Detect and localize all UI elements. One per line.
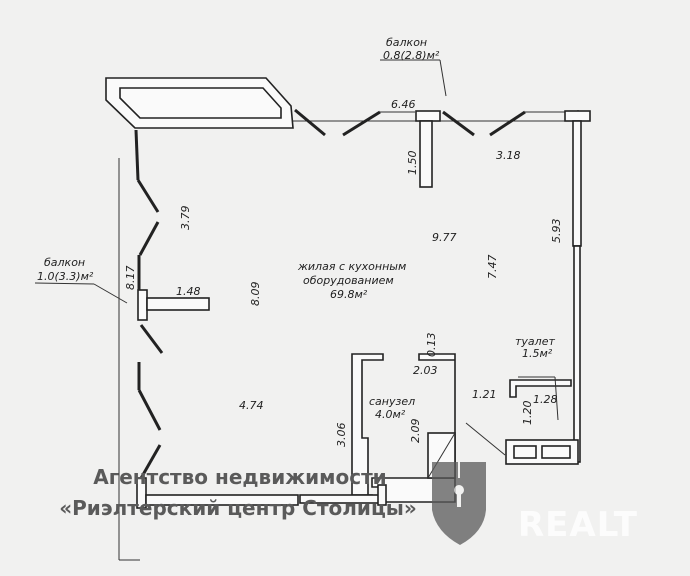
dimension-label: 1.50 bbox=[406, 151, 419, 176]
dimension-label: 0.13 bbox=[425, 333, 438, 358]
shield-logo-icon bbox=[432, 462, 486, 545]
toilet-label: туалет bbox=[515, 335, 555, 348]
bathroom-area: 4.0м² bbox=[375, 408, 406, 421]
dimension-label: 1.48 bbox=[176, 285, 201, 298]
bathroom-label: санузел bbox=[369, 395, 415, 408]
top-wall-windows bbox=[294, 108, 591, 188]
balcony-top-label: балкон bbox=[386, 36, 427, 49]
dimension-label: 9.77 bbox=[432, 231, 457, 244]
dimension-label: 3.79 bbox=[179, 206, 192, 231]
balcony-top-area: 0.8(2.8)м² bbox=[383, 49, 440, 62]
right-wall bbox=[572, 120, 582, 463]
balcony-left-area: 1.0(3.3)м² bbox=[37, 270, 94, 283]
dimension-label: 6.46 bbox=[391, 98, 416, 111]
agency-watermark-line1: Агентство недвижимости bbox=[93, 465, 386, 489]
leader-lines bbox=[34, 59, 559, 421]
dimension-label: 3.06 bbox=[335, 423, 348, 448]
living-room-label-1: жилая с кухонным bbox=[297, 260, 406, 273]
dimension-lines bbox=[118, 110, 579, 561]
dimension-label: 8.17 bbox=[124, 266, 137, 291]
dimension-label: 2.03 bbox=[413, 364, 438, 377]
dimension-label: 1.28 bbox=[533, 393, 558, 406]
dimension-label: 8.09 bbox=[249, 282, 262, 307]
dimension-label: 4.74 bbox=[239, 399, 264, 412]
dimension-label: 5.93 bbox=[550, 219, 563, 244]
living-room-area: 69.8м² bbox=[330, 288, 368, 301]
living-room-label-2: оборудованием bbox=[303, 274, 394, 287]
balcony-left-label: балкон bbox=[44, 256, 85, 269]
toilet-area: 1.5м² bbox=[522, 347, 553, 360]
balcony-top-left bbox=[105, 77, 294, 129]
left-wall-windows bbox=[134, 129, 299, 509]
dimension-label: 7.47 bbox=[486, 255, 499, 280]
dimension-label: 3.18 bbox=[496, 149, 521, 162]
dimension-label: 1.20 bbox=[521, 401, 534, 426]
dimension-label: 2.09 bbox=[409, 419, 422, 444]
agency-watermark-line2: «Риэлтерский центр Столицы» bbox=[59, 496, 417, 520]
dimension-label: 1.21 bbox=[472, 388, 497, 401]
realt-watermark-logo: REALT bbox=[518, 505, 638, 545]
